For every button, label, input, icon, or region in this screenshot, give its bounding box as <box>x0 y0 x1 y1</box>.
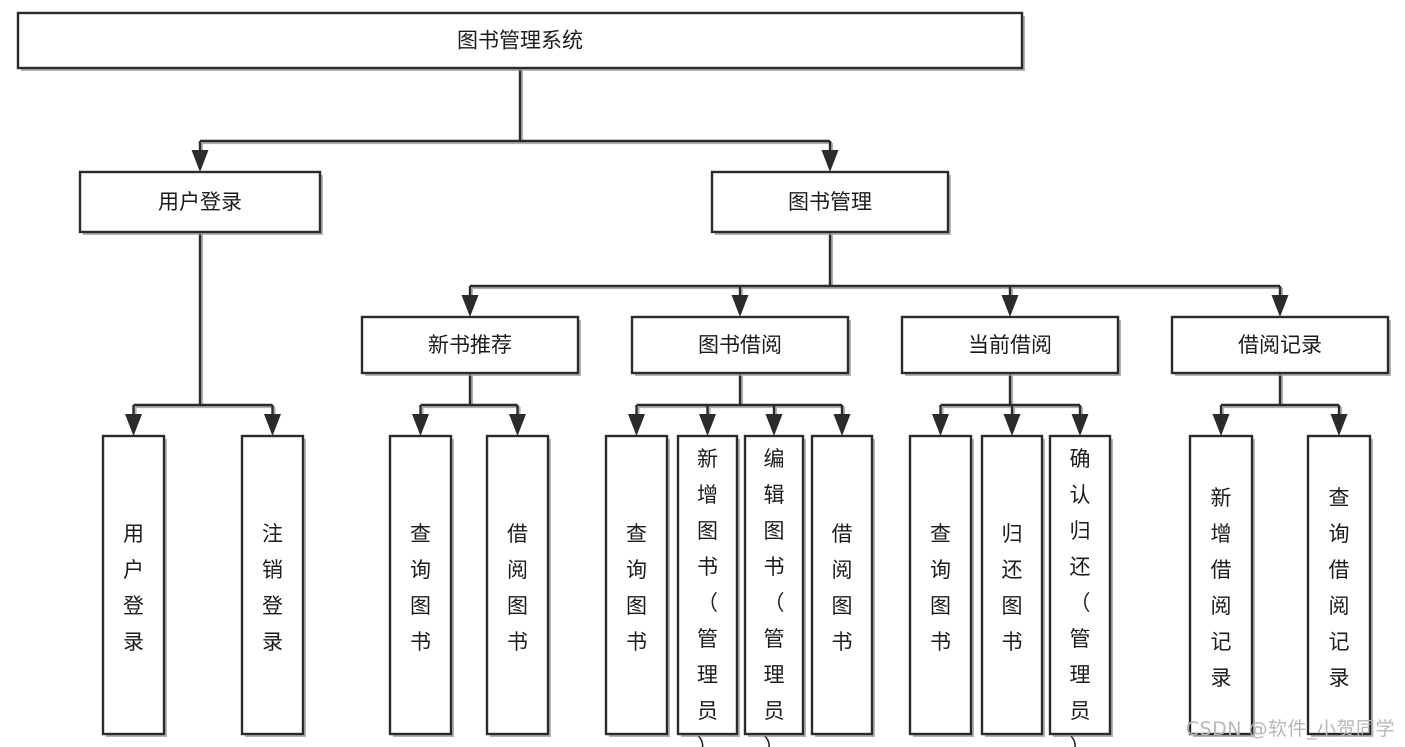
arrow-head-icon <box>1001 295 1019 317</box>
node-label: 借阅记录 <box>1238 333 1322 357</box>
arrow-head-icon <box>125 414 142 436</box>
arrow-head-icon <box>1212 414 1230 436</box>
node-border <box>908 434 973 736</box>
connector-layer <box>125 68 1348 436</box>
node-border <box>604 434 669 736</box>
node-border <box>900 315 1120 375</box>
node-leaf-rec-add[interactable]: 新增借阅记录 <box>1188 434 1255 737</box>
node-label: 用户登录 <box>158 190 242 214</box>
node-book-borrow[interactable]: 图书借阅 <box>630 315 851 376</box>
arrow-head-icon <box>765 414 783 436</box>
arrow-head-icon <box>1271 295 1289 317</box>
arrow-head-icon <box>833 414 851 436</box>
arrow-head-icon <box>1071 414 1089 436</box>
node-leaf-borrow-lend[interactable]: 借阅图书 <box>810 434 875 737</box>
arrow-head-icon <box>699 414 716 436</box>
node-label: 当前借阅 <box>968 333 1052 357</box>
arrow-head-icon <box>731 295 749 317</box>
node-label: 新增图书（管理员） <box>697 447 718 747</box>
arrow-head-icon <box>821 150 839 172</box>
arrow-head-icon <box>412 414 429 436</box>
node-label: 注销登录 <box>262 522 283 654</box>
arrow-head-icon <box>191 150 209 172</box>
node-label: 图书管理 <box>788 190 872 214</box>
node-label: 查询图书 <box>626 522 647 654</box>
node-leaf-rec-borrow[interactable]: 借阅图书 <box>485 434 551 737</box>
node-label: 查询图书 <box>930 522 951 654</box>
node-border <box>101 434 166 736</box>
node-border <box>1306 434 1372 736</box>
node-label: 确认归还（管理员） <box>1070 447 1091 747</box>
arrow-head-icon <box>1330 414 1348 436</box>
node-label: 借阅图书 <box>507 522 528 654</box>
arrow-head-icon <box>1003 414 1021 436</box>
node-border <box>485 434 550 736</box>
csdn-watermark: CSDN @软件_小贺同学 <box>1185 718 1395 740</box>
arrow-head-icon <box>264 414 281 436</box>
node-leaf-rec-search[interactable]: 查询借阅记录 <box>1306 434 1373 737</box>
node-leaf-borrow-query[interactable]: 查询图书 <box>604 434 670 737</box>
arrow-head-icon <box>628 414 645 436</box>
node-border <box>676 434 739 736</box>
node-border <box>388 434 453 736</box>
node-book-manage[interactable]: 图书管理 <box>710 170 951 235</box>
node-current-borrow[interactable]: 当前借阅 <box>900 315 1121 376</box>
arrow-head-icon <box>461 295 479 317</box>
arrow-head-icon <box>932 414 949 436</box>
node-label: 用户登录 <box>123 522 144 654</box>
node-layer: 图书管理系统用户登录图书管理新书推荐图书借阅当前借阅借阅记录用户登录注销登录查询… <box>16 11 1391 747</box>
node-border <box>743 434 805 736</box>
node-label: 借阅图书 <box>832 522 853 654</box>
arrow-head-icon <box>509 414 526 436</box>
node-leaf-cur-confirm[interactable]: 确认归还（管理员） <box>1048 434 1113 747</box>
node-label: 查询借阅记录 <box>1329 486 1350 690</box>
node-leaf-borrow-add[interactable]: 新增图书（管理员） <box>676 434 740 747</box>
node-new-book-recommend[interactable]: 新书推荐 <box>360 315 581 376</box>
node-leaf-cur-return[interactable]: 归还图书 <box>980 434 1045 737</box>
node-label: 查询图书 <box>410 522 431 654</box>
node-border <box>810 434 874 736</box>
node-border <box>980 434 1044 736</box>
node-label: 图书借阅 <box>698 333 782 357</box>
node-leaf-rec-query[interactable]: 查询图书 <box>388 434 454 737</box>
node-label: 编辑图书（管理员） <box>764 447 785 747</box>
node-border <box>710 170 950 234</box>
node-label: 归还图书 <box>1002 522 1023 654</box>
node-label: 图书管理系统 <box>457 29 583 53</box>
node-leaf-borrow-edit[interactable]: 编辑图书（管理员） <box>743 434 806 747</box>
node-border <box>1170 315 1390 375</box>
node-border <box>1188 434 1254 736</box>
node-border <box>16 11 1024 70</box>
node-borrow-record[interactable]: 借阅记录 <box>1170 315 1391 376</box>
node-leaf-user-logout[interactable]: 注销登录 <box>240 434 306 737</box>
node-user-login[interactable]: 用户登录 <box>78 170 323 235</box>
node-border <box>240 434 305 736</box>
node-root[interactable]: 图书管理系统 <box>16 11 1025 71</box>
node-border <box>1048 434 1112 736</box>
node-label: 新增借阅记录 <box>1211 486 1232 690</box>
node-leaf-user-login[interactable]: 用户登录 <box>101 434 167 737</box>
node-border <box>78 170 322 234</box>
node-leaf-cur-query[interactable]: 查询图书 <box>908 434 974 737</box>
node-label: 新书推荐 <box>428 333 512 357</box>
node-border <box>630 315 850 375</box>
node-border <box>360 315 580 375</box>
